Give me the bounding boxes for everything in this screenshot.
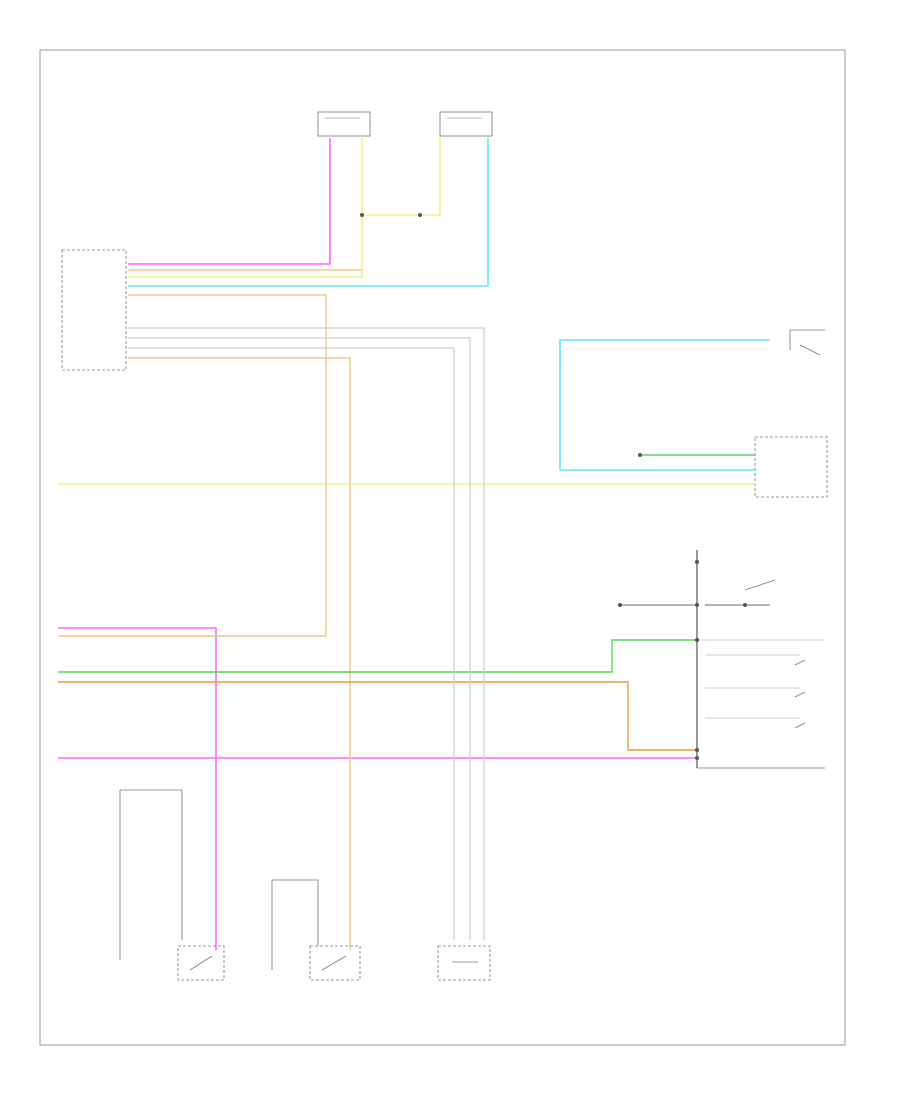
relay-block (696, 550, 825, 769)
connector-dots (360, 213, 747, 760)
bottom-component-2 (177, 945, 225, 981)
wire-orange (58, 681, 697, 751)
bottom-component-5 (437, 945, 491, 981)
bottom-component-4 (309, 945, 361, 981)
bottom-component-1 (119, 789, 183, 960)
wire-yellow (58, 138, 755, 485)
top-sensor-2 (439, 111, 493, 137)
wire-gray (128, 327, 770, 940)
wire-tan (58, 269, 362, 950)
diagram-frame (39, 49, 846, 1046)
ecm-connector (61, 249, 127, 371)
right-switch (789, 329, 825, 356)
top-sensor-1 (317, 111, 371, 137)
bottom-component-3 (271, 879, 319, 970)
wire-green (58, 454, 755, 673)
right-module (754, 436, 828, 498)
wire-pink (58, 138, 697, 950)
wire-cyan (128, 138, 770, 471)
